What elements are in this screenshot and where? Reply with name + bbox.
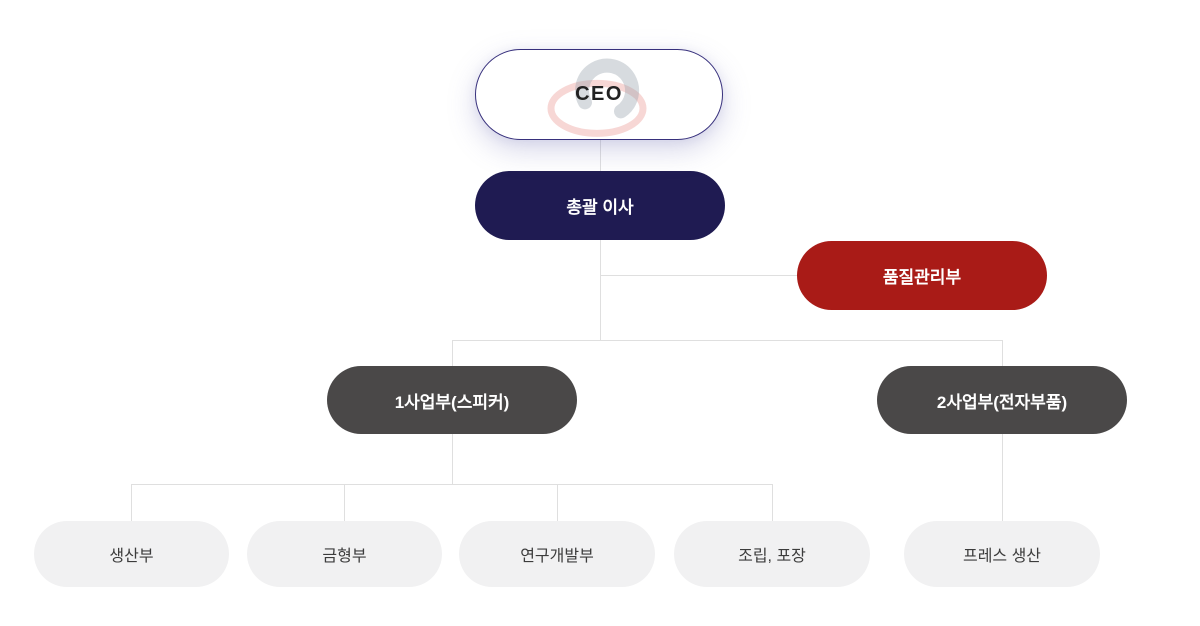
connector-assembly-drop: [772, 484, 773, 521]
connector-ceo-director: [600, 140, 601, 172]
node-director: 총괄 이사: [475, 171, 725, 240]
node-assembly-label: 조립, 포장: [738, 548, 806, 565]
node-press-dept: 프레스 생산: [904, 521, 1100, 587]
node-quality-label: 품질관리부: [882, 268, 962, 287]
connector-mold-drop: [344, 484, 345, 521]
node-ceo: CEO: [475, 49, 723, 140]
node-quality-dept: 품질관리부: [797, 241, 1047, 310]
node-press-label: 프레스 생산: [962, 548, 1042, 565]
connector-director-down: [600, 240, 601, 340]
connector-press-down: [1002, 434, 1003, 521]
node-rnd-dept: 연구개발부: [459, 521, 655, 587]
connector-division1-down: [452, 434, 453, 485]
node-division2: 2사업부(전자부품): [877, 366, 1127, 434]
connector-rnd-drop: [557, 484, 558, 521]
connector-division-bus: [452, 340, 1002, 341]
node-division1: 1사업부(스피커): [327, 366, 577, 434]
node-director-label: 총괄 이사: [566, 198, 634, 217]
node-division1-label: 1사업부(스피커): [394, 392, 510, 412]
node-mold-dept: 금형부: [247, 521, 442, 587]
node-production-label: 생산부: [109, 548, 154, 565]
connector-director-quality: [600, 275, 797, 276]
node-ceo-label: CEO: [575, 83, 623, 105]
connector-production-drop: [131, 484, 132, 521]
node-assembly-dept: 조립, 포장: [674, 521, 870, 587]
node-mold-label: 금형부: [322, 548, 367, 565]
node-rnd-label: 연구개발부: [520, 548, 594, 565]
connector-leaf-bus: [131, 484, 772, 485]
node-division2-label: 2사업부(전자부품): [936, 392, 1068, 412]
connector-division2-drop: [1002, 340, 1003, 366]
connector-division1-drop: [452, 340, 453, 366]
node-production-dept: 생산부: [34, 521, 229, 587]
